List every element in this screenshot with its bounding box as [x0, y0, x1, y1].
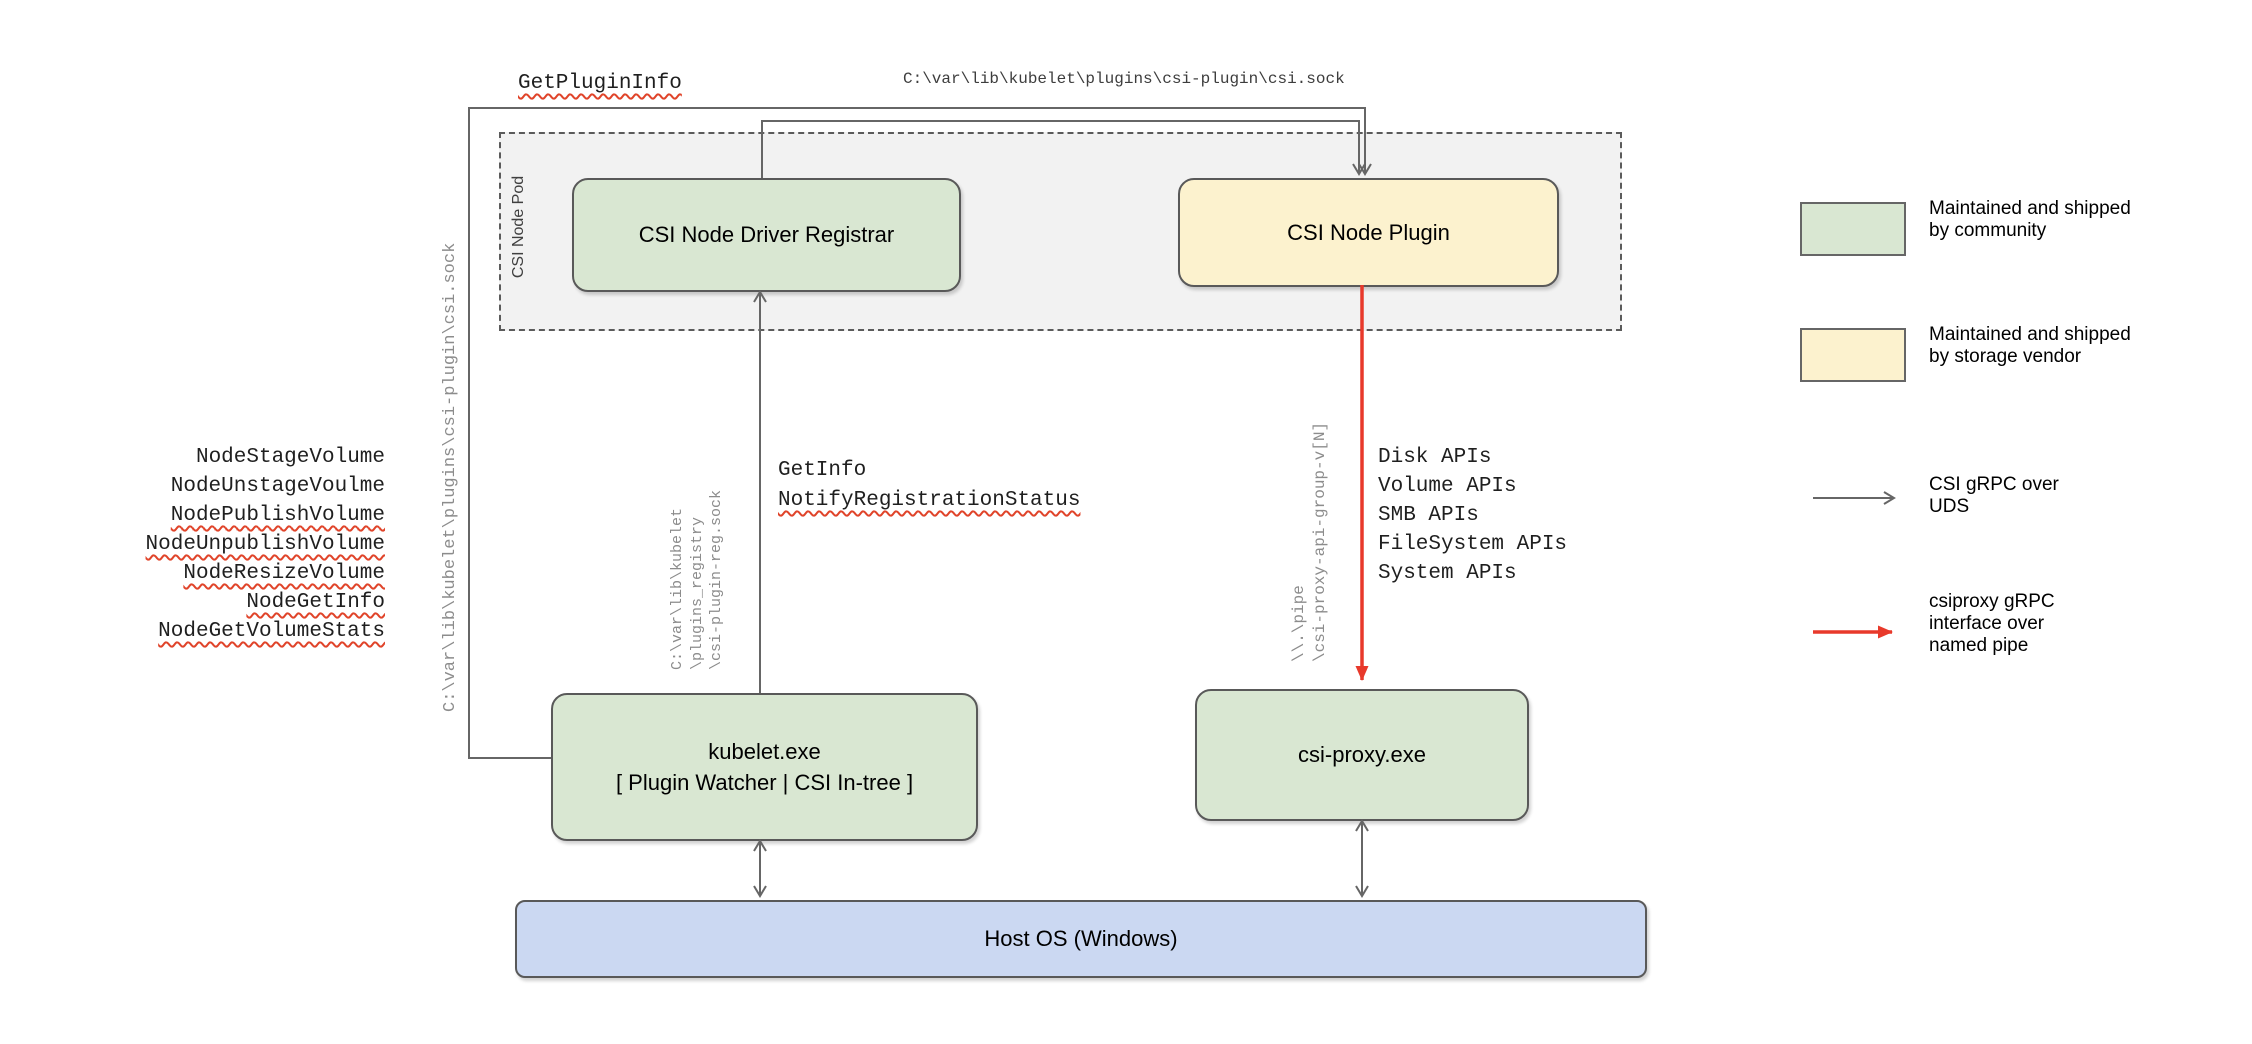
rpc-node-unpublish-volume: NodeUnpublishVolume: [145, 533, 385, 556]
host-os-label: Host OS (Windows): [984, 926, 1178, 951]
registry-path-line2: \plugins_registry: [688, 516, 706, 670]
registry-sock-path-label: C:\var\lib\kubelet \plugins_registry \cs…: [668, 460, 727, 670]
csi-node-plugin-box: CSI Node Plugin: [1178, 178, 1559, 287]
registration-calls: GetInfo NotifyRegistrationStatus: [778, 456, 1080, 516]
csi-node-pod-label: CSI Node Pod: [510, 175, 527, 279]
get-plugin-info-label: GetPluginInfo: [518, 72, 682, 95]
legend-swatch-community: [1800, 202, 1906, 256]
api-group-list: Disk APIs Volume APIs SMB APIs FileSyste…: [1378, 443, 1567, 588]
registry-path-line1: C:\var\lib\kubelet: [669, 507, 686, 670]
api-smb: SMB APIs: [1378, 504, 1479, 527]
kubelet-sublabel: [ Plugin Watcher | CSI In-tree ]: [615, 770, 914, 795]
legend-label-community: Maintained and shipped by community: [1929, 198, 2131, 241]
csi-node-driver-registrar-box: CSI Node Driver Registrar: [572, 178, 961, 292]
pipe-path-line1: \\.\pipe: [1290, 585, 1308, 662]
kubelet-label: kubelet.exe: [708, 739, 821, 764]
api-filesystem: FileSystem APIs: [1378, 533, 1568, 556]
csi-proxy-label: csi-proxy.exe: [1298, 742, 1426, 767]
csi-sock-path-label: C:\var\lib\kubelet\plugins\csi-plugin\cs…: [903, 70, 1345, 88]
rpc-node-stage-volume: NodeStageVolume: [195, 446, 385, 469]
left-csi-sock-path-label: C:\var\lib\kubelet\plugins\csi-plugin\cs…: [441, 242, 460, 712]
api-volume: Volume APIs: [1378, 475, 1517, 498]
host-os-box: Host OS (Windows): [515, 900, 1647, 978]
node-rpc-list: NodeStageVolume NodeUnstageVoulme NodePu…: [100, 443, 385, 646]
legend-label-vendor: Maintained and shipped by storage vendor: [1929, 324, 2131, 367]
get-info-label: GetInfo: [778, 459, 867, 482]
named-pipe-path-label: \\.\pipe \csi-proxy-api-group-v[N]: [1289, 370, 1331, 662]
rpc-node-resize-volume: NodeResizeVolume: [183, 562, 385, 585]
legend-swatch-vendor: [1800, 328, 1906, 382]
rpc-node-publish-volume: NodePublishVolume: [170, 504, 385, 527]
rpc-node-get-volume-stats: NodeGetVolumeStats: [158, 620, 385, 643]
api-system: System APIs: [1378, 562, 1517, 585]
notify-registration-status-label: NotifyRegistrationStatus: [778, 489, 1081, 512]
legend-label-namedpipe: csiproxy gRPC interface over named pipe: [1929, 591, 2055, 656]
rpc-node-get-info: NodeGetInfo: [246, 591, 385, 614]
legend-label-uds: CSI gRPC over UDS: [1929, 474, 2059, 517]
kubelet-box: kubelet.exe [ Plugin Watcher | CSI In-tr…: [551, 693, 978, 841]
api-disk: Disk APIs: [1378, 446, 1492, 469]
csi-proxy-box: csi-proxy.exe: [1195, 689, 1529, 821]
rpc-node-unstage-volume: NodeUnstageVoulme: [170, 475, 385, 498]
csi-node-driver-registrar-label: CSI Node Driver Registrar: [638, 222, 895, 247]
pipe-path-line2: \csi-proxy-api-group-v[N]: [1311, 421, 1329, 662]
csi-node-plugin-label: CSI Node Plugin: [1287, 219, 1450, 245]
registry-path-line3: \csi-plugin-reg.sock: [708, 489, 725, 670]
